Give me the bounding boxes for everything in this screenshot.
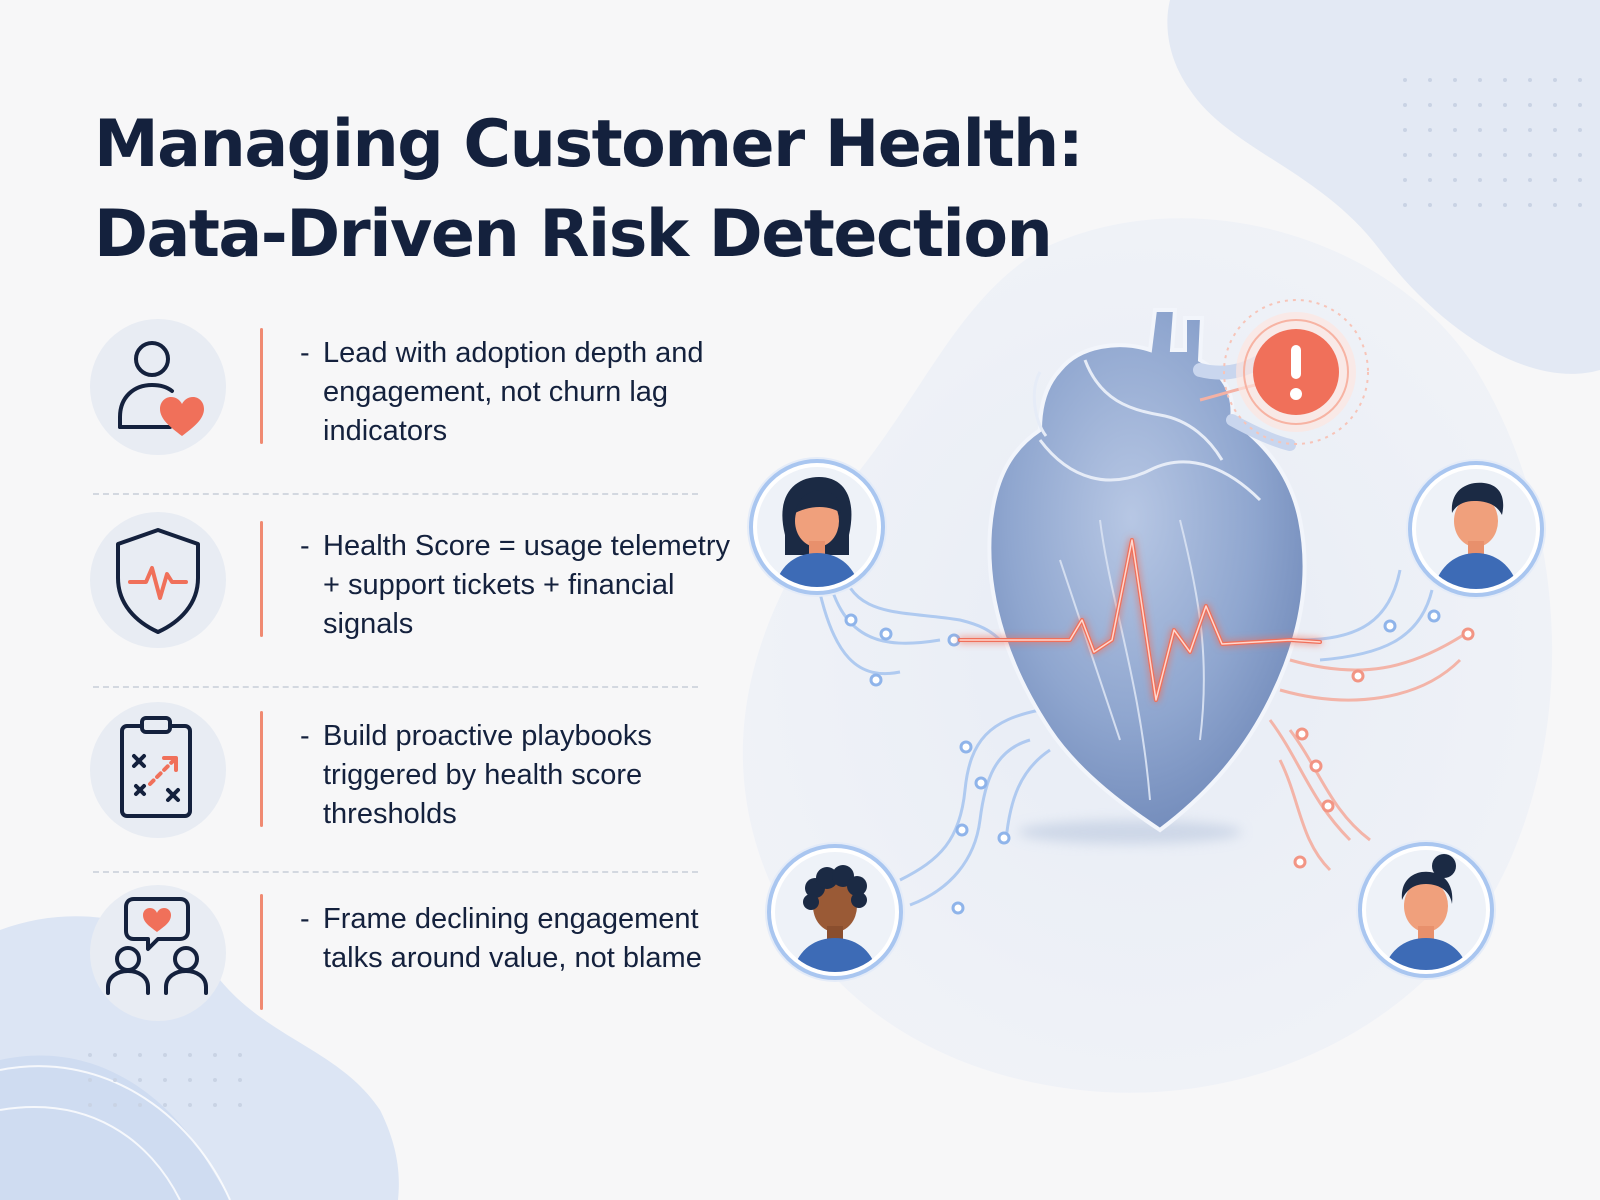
curly-hair-avatar-icon: [765, 842, 905, 982]
user-heart-icon: [90, 319, 226, 455]
key-point-4: Frame declining engagement talks around …: [88, 880, 708, 1030]
accent-bar: [260, 328, 263, 444]
heart-icon: [987, 308, 1307, 833]
shield-pulse-icon: [90, 512, 226, 648]
key-point-text: Health Score = usage telemetry + support…: [300, 527, 743, 644]
key-point-text: Lead with adoption depth and engagement,…: [300, 334, 743, 451]
page-title: Managing Customer Health: Data-Driven Ri…: [94, 100, 1084, 280]
section-divider: [93, 493, 698, 495]
key-point-text: Frame declining engagement talks around …: [300, 900, 743, 978]
man-avatar-icon: [1406, 459, 1546, 599]
section-divider: [93, 871, 698, 873]
exclamation-alert-icon: [1223, 299, 1369, 445]
key-point-2: Health Score = usage telemetry + support…: [88, 507, 730, 657]
accent-bar: [260, 711, 263, 827]
accent-bar: [260, 894, 263, 1010]
key-point-1: Lead with adoption depth and engagement,…: [88, 314, 708, 464]
page-title-line-2: Data-Driven Risk Detection: [94, 197, 1053, 272]
accent-bar: [260, 521, 263, 637]
key-point-text: Build proactive playbooks triggered by h…: [300, 717, 743, 834]
bun-hair-avatar-icon: [1356, 840, 1496, 980]
heart-network-illustration: [814, 308, 1475, 915]
woman-avatar-icon: [747, 457, 887, 597]
page-title-line-1: Managing Customer Health:: [94, 107, 1084, 182]
clipboard-playbook-icon: [90, 702, 226, 838]
conversation-heart-icon: [90, 885, 226, 1021]
key-point-3: Build proactive playbooks triggered by h…: [88, 697, 708, 847]
section-divider: [93, 686, 698, 688]
